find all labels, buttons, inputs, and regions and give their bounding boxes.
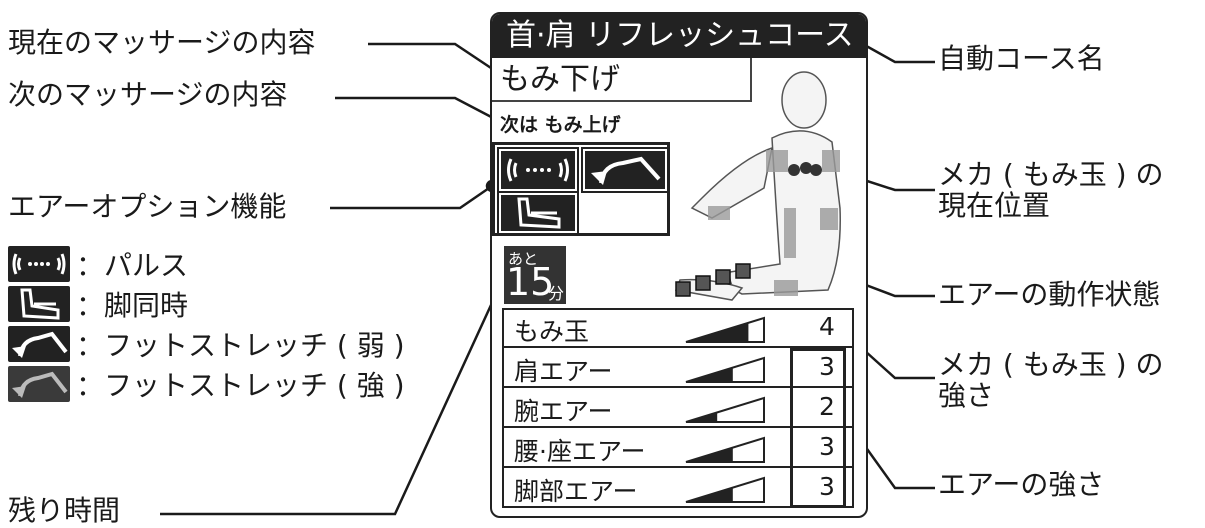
legend-label-leg: ：脚同時 <box>76 289 189 322</box>
foot-stretch-weak-icon <box>581 147 669 193</box>
level-value: 3 <box>819 432 835 461</box>
callout-remaining-time: 残り時間 <box>8 494 121 527</box>
level-value: 3 <box>819 472 835 501</box>
level-value: 4 <box>819 312 835 341</box>
level-label: 腕エアー <box>514 397 613 426</box>
air-option-legend: ：パルス ：脚同時 ：フットストレッチ ( 弱 ) ：フットストレッチ ( 強 … <box>8 246 448 406</box>
time-label: あと <box>508 250 539 268</box>
level-value: 3 <box>819 352 835 381</box>
level-label: 腰·座エアー <box>514 437 646 466</box>
callout-course-name: 自動コース名 <box>938 42 1105 75</box>
level-wedge <box>685 436 765 463</box>
remaining-time-display: あと 15 分 <box>504 246 566 304</box>
callout-mecha-position: メカ ( もみ玉 ) の 現在位置 <box>938 158 1164 222</box>
callout-air-strength: エアーの強さ <box>938 468 1105 501</box>
level-wedge <box>685 316 765 343</box>
pulse-icon <box>8 246 70 282</box>
legend-label-pulse: ：パルス <box>76 249 189 282</box>
next-massage: 次は もみ上げ <box>500 114 621 136</box>
callout-current-content: 現在のマッサージの内容 <box>8 26 316 59</box>
callout-mecha-strength: メカ ( もみ玉 ) の 強さ <box>938 348 1164 412</box>
level-row: 腕エアー 2 <box>504 390 852 428</box>
level-label: もみ玉 <box>514 317 590 346</box>
body-figure <box>674 71 841 301</box>
leg-icon <box>497 191 579 235</box>
callout-air-option: エアーオプション機能 <box>8 190 287 223</box>
level-wedge <box>685 356 765 383</box>
callout-air-status: エアーの動作状態 <box>938 278 1161 311</box>
strength-levels: もみ玉 4 肩エアー 3 腕エアー 2 腰·座エアー 3 脚部エアー 3 <box>502 308 854 508</box>
level-wedge <box>685 396 765 423</box>
callout-next-content: 次のマッサージの内容 <box>8 78 288 111</box>
level-row: もみ玉 4 <box>504 310 852 348</box>
time-value: 15 <box>506 260 555 304</box>
level-label: 脚部エアー <box>514 477 638 506</box>
course-title: 首·肩 リフレッシュコース <box>492 14 866 58</box>
level-row: 肩エアー 3 <box>504 350 852 388</box>
level-row: 腰·座エアー 3 <box>504 430 852 468</box>
foot-stretch-strong-icon <box>8 366 70 402</box>
foot-stretch-weak-icon <box>8 326 70 362</box>
level-wedge <box>685 476 765 503</box>
current-massage: もみ下げ <box>492 58 752 102</box>
air-option-display <box>492 142 670 236</box>
remote-display-panel: 首·肩 リフレッシュコース もみ下げ 次は もみ上げ <box>490 12 868 518</box>
level-value: 2 <box>819 392 835 421</box>
level-row: 脚部エアー 3 <box>504 470 852 508</box>
legend-label-foot-weak: ：フットストレッチ ( 弱 ) <box>76 329 405 362</box>
leg-icon <box>8 286 70 322</box>
time-unit: 分 <box>548 284 565 303</box>
level-label: 肩エアー <box>514 357 613 386</box>
pulse-icon <box>497 147 579 193</box>
legend-label-foot-strong: ：フットストレッチ ( 強 ) <box>76 369 405 402</box>
